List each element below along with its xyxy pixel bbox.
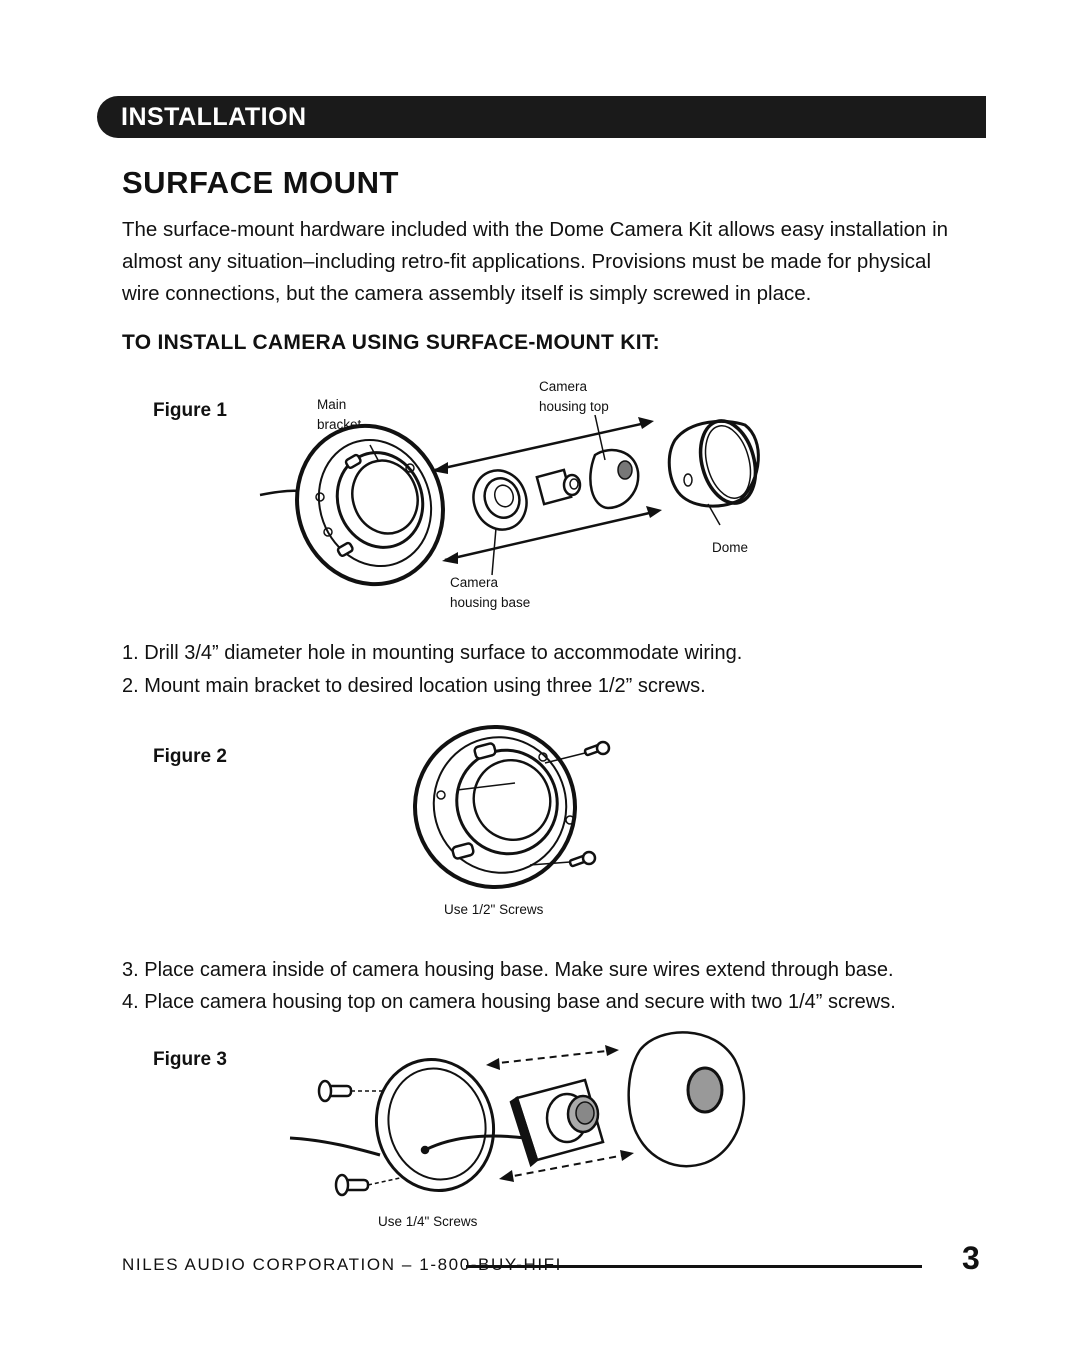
page-title: SURFACE MOUNT: [122, 165, 399, 200]
camera-housing-base-icon: [472, 469, 528, 576]
callout-housing-top-line2: housing top: [539, 399, 609, 414]
main-bracket-icon: [295, 423, 445, 587]
intro-paragraph: The surface-mount hardware included with…: [122, 218, 949, 305]
procedure-heading: TO INSTALL CAMERA USING SURFACE-MOUNT KI…: [122, 331, 660, 354]
step-2: 2. Mount main bracket to desired locatio…: [122, 675, 706, 697]
callout-dome: Dome: [712, 540, 749, 555]
section-header-bar: INSTALLATION: [97, 96, 986, 138]
section-header-label: INSTALLATION: [121, 103, 307, 131]
figure-3-caption: Use 1/4" Screws: [378, 1214, 478, 1229]
screw-icon: [334, 1173, 401, 1197]
figure-3-label: Figure 3: [153, 1049, 227, 1070]
screw-icon: [529, 850, 597, 868]
camera-module-icon: [509, 1078, 605, 1168]
footer-company: NILES AUDIO CORPORATION – 1-800-BUY-HIFI: [122, 1255, 562, 1274]
figure-1-illustration: [259, 414, 760, 587]
figure-2-illustration: [413, 725, 611, 889]
callout-housing-base: Camera housing base: [450, 573, 530, 613]
camera-housing-top-icon: [589, 414, 640, 510]
step-3: 3. Place camera inside of camera housing…: [122, 959, 894, 981]
screw-icon: [544, 740, 611, 764]
figure-3-illustration: [289, 1031, 746, 1197]
camera-housing-top-icon: [627, 1031, 746, 1168]
camera-module-icon: [535, 468, 582, 506]
screw-icon: [317, 1079, 385, 1103]
callout-housing-top-line1: Camera: [539, 379, 588, 394]
callout-main-bracket-line1: Main: [317, 397, 347, 412]
callout-housing-top: Camera housing top: [539, 377, 609, 417]
footer-rule: [466, 1265, 922, 1268]
figure-1-label: Figure 1: [153, 400, 227, 421]
callout-housing-base-line2: housing base: [450, 595, 531, 610]
dome-icon: [667, 419, 760, 526]
step-1: 1. Drill 3/4” diameter hole in mounting …: [122, 642, 743, 664]
page-number: 3: [962, 1240, 980, 1276]
figure-2-label: Figure 2: [153, 746, 227, 767]
callout-housing-base-line1: Camera: [450, 575, 499, 590]
figure-2-caption: Use 1/2" Screws: [444, 902, 544, 917]
step-4: 4. Place camera housing top on camera ho…: [122, 991, 896, 1013]
